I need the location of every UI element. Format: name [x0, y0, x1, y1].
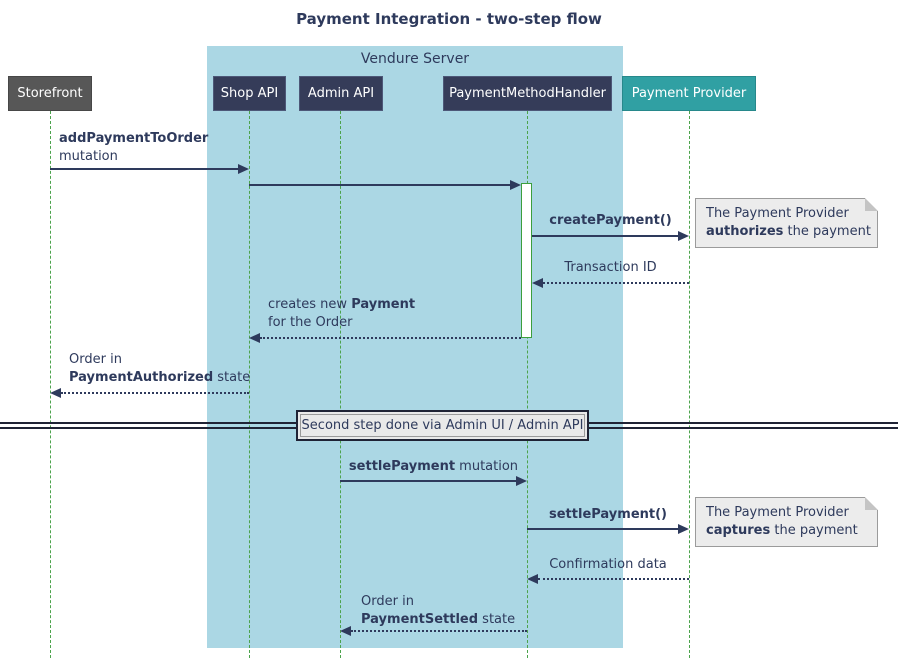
note-authorizes: The Payment Provider authorizes the paym… [695, 198, 878, 248]
arrowhead-left-icon [249, 333, 260, 343]
activation-bar-payment-method-handler [521, 183, 532, 338]
arrow-settle-payment-mutation [340, 480, 516, 482]
arrow-payment-authorized [61, 392, 249, 394]
lifeline-shop-api [249, 111, 250, 658]
container-label: Vendure Server [360, 51, 470, 67]
message-create-payment: createPayment() [549, 213, 672, 228]
arrowhead-right-icon [516, 476, 527, 486]
message-transaction-id: Transaction ID [564, 260, 657, 275]
arrow-shop-to-handler [249, 184, 510, 186]
lifeline-admin-api [340, 111, 341, 658]
arrow-confirmation-data [538, 578, 689, 580]
arrowhead-left-icon [527, 574, 538, 584]
arrowhead-right-icon [678, 231, 689, 241]
message-creates-payment: creates new Payment for the Order [268, 297, 416, 330]
arrowhead-right-icon [510, 180, 521, 190]
note-captures: The Payment Provider captures the paymen… [695, 497, 878, 547]
message-payment-authorized: Order in PaymentAuthorized state [69, 352, 251, 385]
lifeline-payment-method-handler [527, 111, 528, 658]
message-settle-payment-call: settlePayment() [549, 507, 667, 522]
participant-storefront: Storefront [8, 76, 92, 111]
arrowhead-left-icon [532, 278, 543, 288]
divider-second-step: Second step done via Admin UI / Admin AP… [296, 410, 589, 441]
arrowhead-right-icon [678, 524, 689, 534]
participant-payment-method-handler: PaymentMethodHandler [443, 76, 612, 111]
lifeline-storefront [50, 111, 51, 658]
message-confirmation-data: Confirmation data [549, 557, 667, 572]
arrow-payment-settled [351, 630, 527, 632]
participant-admin-api: Admin API [299, 76, 383, 111]
arrowhead-right-icon [238, 164, 249, 174]
arrow-creates-payment [260, 337, 521, 339]
lifeline-payment-provider [689, 111, 690, 658]
participant-payment-provider: Payment Provider [622, 76, 756, 111]
diagram-title: Payment Integration - two-step flow [296, 10, 602, 28]
arrow-settle-payment-call [527, 528, 678, 530]
message-add-payment-to-order: addPaymentToOrder mutation [59, 131, 209, 164]
arrow-create-payment [532, 235, 678, 237]
arrow-add-payment [50, 168, 238, 170]
arrow-transaction-id [543, 282, 689, 284]
arrowhead-left-icon [50, 388, 61, 398]
message-settle-payment-mutation: settlePayment mutation [348, 459, 519, 474]
vendure-server-container: Vendure Server [207, 46, 623, 648]
message-payment-settled: Order in PaymentSettled state [361, 594, 516, 627]
arrowhead-left-icon [340, 626, 351, 636]
participant-shop-api: Shop API [213, 76, 286, 111]
